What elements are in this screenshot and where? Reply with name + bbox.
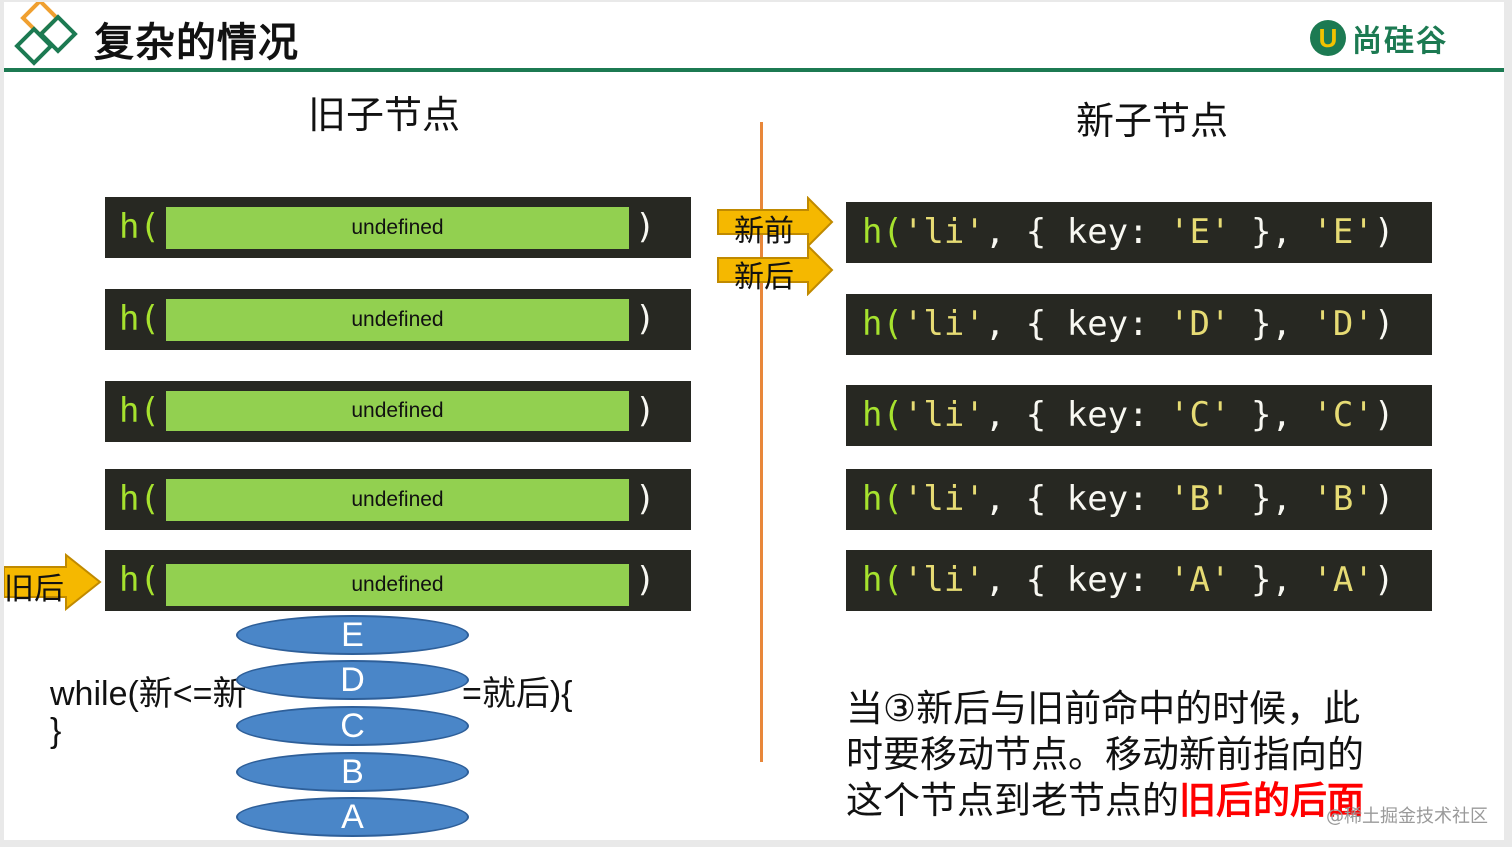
fn-name: h( xyxy=(862,479,903,519)
close-paren: ) xyxy=(1373,304,1395,344)
brace-close: }, xyxy=(1230,560,1313,600)
new-back-arrow-icon xyxy=(717,244,834,296)
old-node-slot: undefined xyxy=(166,207,629,249)
new-children-title: 新子节点 xyxy=(1076,99,1229,143)
new-node-row: h('li', { key: 'A' }, 'A') xyxy=(846,550,1432,611)
stack-item-d: D xyxy=(236,660,469,700)
tag-string: 'li' xyxy=(902,304,985,344)
close-paren: ) xyxy=(635,391,656,431)
old-node-row: h( undefined ) xyxy=(105,197,691,258)
tag-string: 'li' xyxy=(902,479,985,519)
new-front-arrow-icon xyxy=(717,196,834,248)
close-paren: ) xyxy=(1373,560,1395,600)
header-rule xyxy=(4,68,1504,72)
key-value: 'C' xyxy=(1169,395,1231,435)
close-paren: ) xyxy=(635,560,656,600)
while-code-close: } xyxy=(50,712,62,750)
old-node-slot: undefined xyxy=(166,391,629,431)
tag-string: 'li' xyxy=(902,395,985,435)
old-node-slot: undefined xyxy=(166,564,629,606)
old-node-row: h( undefined ) xyxy=(105,381,691,442)
close-paren: ) xyxy=(1373,479,1395,519)
note-highlight: 旧后的后面 xyxy=(1179,779,1364,822)
stack-item-e: E xyxy=(236,615,469,655)
fn-name: h( xyxy=(862,304,903,344)
old-node-slot: undefined xyxy=(166,299,629,341)
brand-name: 尚硅谷 xyxy=(1352,24,1448,59)
column-divider xyxy=(760,122,763,762)
key-label: , { key: xyxy=(984,560,1170,600)
old-node-row: h( undefined ) xyxy=(105,289,691,350)
old-node-row: h( undefined ) xyxy=(105,469,691,530)
fn-name: h( xyxy=(862,395,903,435)
brand-badge-icon: U xyxy=(1310,20,1346,56)
text-value: 'C' xyxy=(1312,395,1374,435)
key-value: 'B' xyxy=(1169,479,1231,519)
brace-close: }, xyxy=(1230,395,1313,435)
logo-diamond-icon xyxy=(14,2,78,66)
explanation-note: 当③新后与旧前命中的时候，此 时要移动节点。移动新前指向的 这个节点到老节点的旧… xyxy=(846,686,1406,824)
note-line-3: 这个节点到老节点的旧后的后面 xyxy=(846,778,1406,824)
old-back-label: 旧后 xyxy=(4,572,64,607)
close-paren: ) xyxy=(1373,395,1395,435)
note-line-2: 时要移动节点。移动新前指向的 xyxy=(846,733,1364,776)
fn-name: h( xyxy=(119,299,160,339)
new-node-row: h('li', { key: 'E' }, 'E') xyxy=(846,202,1432,263)
stack-item-c: C xyxy=(236,706,469,746)
text-value: 'E' xyxy=(1312,212,1374,252)
slide: 复杂的情况 U 尚硅谷 旧子节点 新子节点 h( undefined ) h( … xyxy=(4,2,1504,840)
new-front-label: 新前 xyxy=(734,214,794,249)
brace-close: }, xyxy=(1230,212,1313,252)
close-paren: ) xyxy=(635,207,656,247)
note-line-1: 当③新后与旧前命中的时候，此 xyxy=(846,687,1361,730)
key-value: 'E' xyxy=(1169,212,1231,252)
watermark: @稀土掘金技术社区 xyxy=(1326,806,1488,827)
slide-title: 复杂的情况 xyxy=(94,20,299,66)
brand-logo: U 尚硅谷 xyxy=(1310,16,1448,60)
brace-close: }, xyxy=(1230,304,1313,344)
while-code-end: =就后){ xyxy=(462,675,573,713)
stack-item-b: B xyxy=(236,752,469,792)
note-line-3-text: 这个节点到老节点的 xyxy=(846,779,1179,822)
close-paren: ) xyxy=(635,299,656,339)
old-children-title: 旧子节点 xyxy=(308,93,461,137)
fn-name: h( xyxy=(119,560,160,600)
old-back-arrow-icon xyxy=(4,553,102,611)
fn-name: h( xyxy=(119,391,160,431)
tag-string: 'li' xyxy=(902,560,985,600)
text-value: 'D' xyxy=(1312,304,1374,344)
key-value: 'A' xyxy=(1169,560,1231,600)
key-value: 'D' xyxy=(1169,304,1231,344)
new-node-row: h('li', { key: 'C' }, 'C') xyxy=(846,385,1432,446)
fn-name: h( xyxy=(862,212,903,252)
new-node-row: h('li', { key: 'D' }, 'D') xyxy=(846,294,1432,355)
fn-name: h( xyxy=(862,560,903,600)
tag-string: 'li' xyxy=(902,212,985,252)
brace-close: }, xyxy=(1230,479,1313,519)
new-node-row: h('li', { key: 'B' }, 'B') xyxy=(846,469,1432,530)
key-label: , { key: xyxy=(984,212,1170,252)
close-paren: ) xyxy=(1373,212,1395,252)
text-value: 'A' xyxy=(1312,560,1374,600)
key-label: , { key: xyxy=(984,304,1170,344)
fn-name: h( xyxy=(119,207,160,247)
fn-name: h( xyxy=(119,479,160,519)
key-label: , { key: xyxy=(984,479,1170,519)
old-node-row: h( undefined ) xyxy=(105,550,691,611)
while-code-start: while(新<=新 xyxy=(50,675,247,713)
new-back-label: 新后 xyxy=(734,260,794,295)
old-node-slot: undefined xyxy=(166,479,629,521)
close-paren: ) xyxy=(635,479,656,519)
stack-item-a: A xyxy=(236,797,469,837)
text-value: 'B' xyxy=(1312,479,1374,519)
key-label: , { key: xyxy=(984,395,1170,435)
